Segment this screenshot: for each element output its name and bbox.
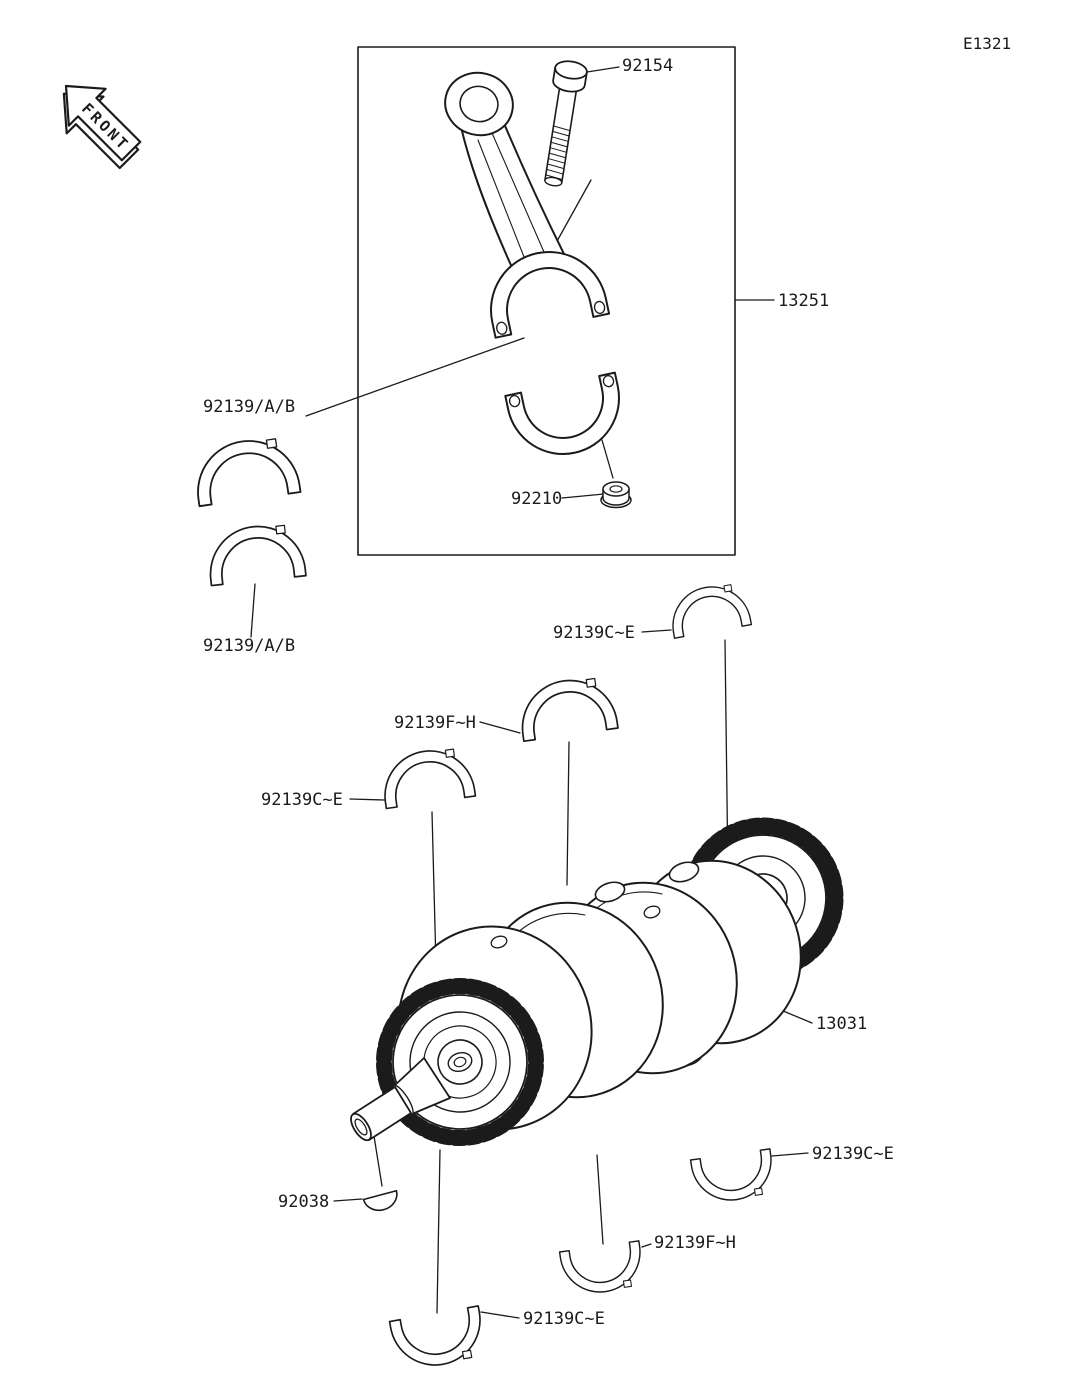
leader-bearing-bottom-right — [771, 1152, 809, 1157]
shaft-bore — [354, 1118, 368, 1136]
leader-bearing-bottom-left — [480, 1311, 520, 1319]
leader-rod-bearing-lower — [250, 583, 256, 638]
front-arrow-body — [64, 84, 142, 162]
part-label-bearing-bottom-left: 92139C~E — [523, 1309, 605, 1329]
detail-box — [357, 46, 736, 556]
part-label-crankshaft: 13031 — [816, 1014, 867, 1034]
rod-cap — [504, 371, 620, 455]
part-label-bearing-top-center: 92139F~H — [394, 713, 476, 733]
web-detail-arc — [591, 891, 663, 913]
bearing-shell-top-right — [666, 580, 753, 639]
leader-bearing-bottom-center-long — [596, 1154, 604, 1245]
leader-rod-nut — [561, 493, 605, 499]
rod-nut — [600, 481, 632, 509]
bearing-shell-rod-lower — [204, 520, 307, 587]
leader-bearing-top-center — [479, 721, 521, 734]
part-label-rod-bolt: 92154 — [622, 56, 673, 76]
bolt-shank — [544, 87, 578, 184]
nut-bore — [609, 485, 623, 493]
gear-bore-inner — [453, 1056, 467, 1068]
part-label-bearing-top-right: 92139C~E — [553, 623, 635, 643]
crank-journal — [668, 861, 700, 883]
leader-bearing-bottom-center — [641, 1243, 652, 1248]
leader-cap-to-nut — [601, 439, 614, 479]
crankshaft — [350, 817, 844, 1146]
front-arrow: FRONT — [62, 84, 142, 170]
connecting-rod — [444, 71, 620, 455]
gear-teeth — [376, 978, 544, 1146]
bolt-tip — [544, 176, 563, 187]
crank-shaft-stub — [350, 1057, 451, 1142]
leader-rod-bearing-upper — [305, 337, 525, 417]
part-label-rod-nut: 92210 — [511, 489, 562, 509]
rod-bolt — [544, 60, 588, 187]
bearing-shell-bottom-left — [388, 1305, 488, 1373]
bearing-shell-bottom-center — [558, 1240, 646, 1298]
bearing-shell-bottom-right — [689, 1148, 777, 1206]
rod-small-end — [444, 71, 514, 137]
leader-bearing-top-center-long — [566, 741, 570, 886]
woodruff-key — [362, 1189, 398, 1212]
crankpin — [594, 881, 626, 903]
part-label-bearing-bottom-center: 92139F~H — [654, 1233, 736, 1253]
rod-beam-rib — [491, 132, 545, 253]
bolt-head-top — [554, 60, 588, 80]
leader-bearing-top-left — [349, 798, 385, 801]
web-hole — [643, 905, 661, 919]
leader-rod-bolt — [586, 66, 620, 73]
part-label-connecting-rod: 13251 — [778, 291, 829, 311]
leader-bearing-top-right — [641, 629, 672, 633]
part-label-bearing-bottom-right: 92139C~E — [812, 1144, 894, 1164]
rod-beam-rib — [477, 139, 527, 263]
rod-big-end — [490, 251, 611, 339]
part-label-rod-bearing-upper: 92139/A/B — [203, 397, 295, 417]
bearing-shell-top-left — [378, 744, 477, 810]
leader-bolt-to-rod — [555, 179, 592, 244]
bearing-shell-top-center — [515, 673, 619, 743]
page-code: E1321 — [963, 34, 1011, 53]
part-label-rod-bearing-lower: 92139/A/B — [203, 636, 295, 656]
leader-woodruff-key — [333, 1198, 363, 1202]
web-hole — [490, 935, 508, 949]
bearing-shell-rod-upper — [190, 433, 302, 508]
leader-bearing-bottom-left-long — [436, 1149, 441, 1314]
part-label-bearing-top-left: 92139C~E — [261, 790, 343, 810]
part-label-woodruff-key: 92038 — [278, 1192, 329, 1212]
leader-key-to-shaft — [373, 1135, 383, 1187]
